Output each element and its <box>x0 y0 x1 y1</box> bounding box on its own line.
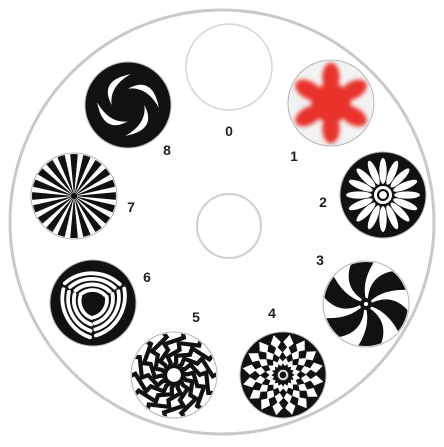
gobo-slot-1[interactable] <box>288 60 374 146</box>
slot-number-8: 8 <box>163 142 171 158</box>
slot-number-7: 7 <box>127 199 135 215</box>
gobo-slot-0[interactable] <box>186 24 272 110</box>
gobo-slot-8[interactable] <box>85 62 171 148</box>
open-slot <box>186 24 272 110</box>
slot-number-6: 6 <box>143 269 151 285</box>
gobo-slot-2[interactable] <box>340 152 426 238</box>
slot-number-2: 2 <box>319 194 327 210</box>
slot-number-4: 4 <box>268 305 276 321</box>
slot-number-5: 5 <box>192 309 200 325</box>
center-hole <box>197 194 261 258</box>
gobo-slot-4[interactable] <box>240 332 326 418</box>
slot-number-0: 0 <box>225 123 233 139</box>
slot-number-1: 1 <box>290 148 298 164</box>
daisy-pattern <box>346 158 420 232</box>
gobo-slot-6[interactable] <box>50 260 136 346</box>
slot-number-3: 3 <box>316 252 324 268</box>
